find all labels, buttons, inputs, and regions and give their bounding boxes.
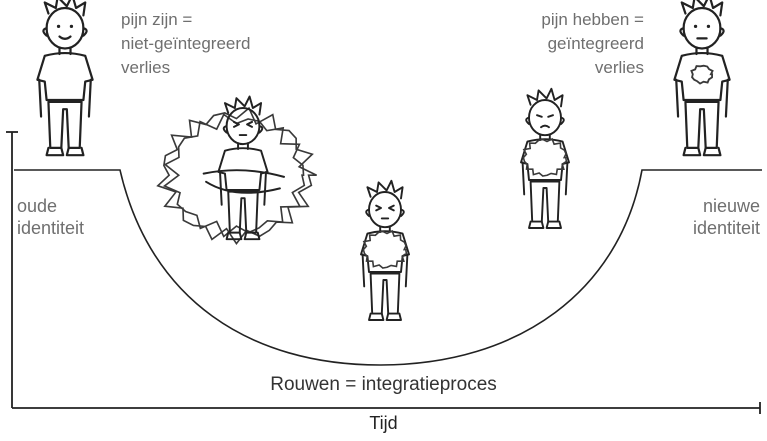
small-cloud bbox=[690, 64, 714, 85]
top-left-note: pijn zijn = niet-geïntegreerd verlies bbox=[121, 10, 250, 82]
figure-new-self bbox=[673, 0, 731, 157]
hair bbox=[366, 179, 404, 200]
left-arm bbox=[675, 78, 680, 118]
top-left-note-line-2: niet-geïntegreerd bbox=[121, 34, 251, 53]
legs bbox=[684, 100, 720, 149]
mouth bbox=[58, 35, 72, 40]
top-left-note-line-3: verlies bbox=[121, 58, 171, 77]
left-arm bbox=[38, 78, 43, 118]
right-eye bbox=[547, 114, 554, 118]
shirt bbox=[360, 230, 410, 273]
right-ear bbox=[258, 125, 264, 134]
top-right-note-line-3: verlies bbox=[594, 58, 644, 77]
hair bbox=[43, 0, 87, 17]
left-eye bbox=[232, 120, 240, 128]
left-eye bbox=[693, 24, 698, 29]
legs bbox=[529, 180, 561, 223]
left-shoe bbox=[45, 146, 65, 157]
left-ear bbox=[365, 208, 370, 217]
chest-cloud bbox=[362, 229, 408, 269]
bottom-caption: Rouwen = integratieproces bbox=[270, 374, 497, 395]
axes bbox=[6, 131, 761, 414]
right-shoe bbox=[243, 231, 261, 241]
swirl bbox=[202, 169, 285, 194]
right-arm bbox=[564, 161, 569, 196]
right-shoe bbox=[702, 146, 722, 157]
left-ear bbox=[525, 116, 530, 125]
left-ear bbox=[679, 27, 685, 37]
figure-old-self bbox=[36, 0, 94, 157]
top-left-note-line-1: pijn zijn = bbox=[121, 10, 193, 29]
figure-bottom-self bbox=[360, 179, 410, 321]
right-label-line-1: nieuwe bbox=[702, 196, 760, 216]
legs bbox=[47, 100, 83, 149]
shirt bbox=[520, 138, 570, 181]
head bbox=[682, 6, 722, 50]
engulfing-cloud bbox=[156, 106, 317, 246]
engulfing-cloud-inner bbox=[162, 113, 306, 238]
left-ear bbox=[222, 125, 228, 134]
left-shoe bbox=[225, 231, 243, 241]
right-label: nieuwe identiteit bbox=[693, 196, 760, 240]
right-arm bbox=[404, 253, 409, 288]
head bbox=[528, 99, 562, 137]
right-eye bbox=[388, 204, 395, 212]
left-shoe bbox=[368, 312, 385, 321]
hair bbox=[680, 0, 724, 17]
valley-curve bbox=[14, 169, 762, 366]
left-label-line-2: identiteit bbox=[17, 218, 85, 238]
left-eye bbox=[375, 204, 382, 212]
chest-cloud bbox=[522, 137, 568, 177]
top-right-note: pijn hebben = geïntegreerd verlies bbox=[541, 10, 644, 82]
hair bbox=[223, 95, 263, 116]
left-arm bbox=[521, 161, 526, 196]
top-right-note-line-1: pijn hebben = bbox=[541, 10, 644, 29]
figure-rising-self bbox=[520, 87, 570, 229]
left-label-line-1: oude bbox=[17, 196, 58, 216]
left-ear bbox=[42, 27, 48, 37]
right-arm bbox=[724, 78, 729, 118]
right-arm bbox=[263, 170, 267, 206]
left-eye bbox=[536, 114, 543, 118]
shirt bbox=[217, 147, 269, 191]
right-ear bbox=[560, 116, 565, 125]
right-label-line-2: identiteit bbox=[692, 218, 760, 238]
hair bbox=[526, 87, 564, 108]
right-ear bbox=[82, 27, 88, 37]
left-shoe bbox=[682, 146, 702, 157]
mouth bbox=[540, 124, 550, 129]
right-shoe bbox=[385, 312, 402, 321]
left-arm bbox=[361, 253, 366, 288]
legs bbox=[227, 190, 259, 234]
shirt bbox=[673, 51, 731, 102]
right-shoe bbox=[65, 146, 85, 157]
right-shoe bbox=[545, 220, 562, 229]
figure-engulfed-self bbox=[156, 95, 317, 246]
right-eye bbox=[706, 24, 711, 29]
right-eye bbox=[69, 24, 74, 29]
shirt bbox=[36, 51, 94, 102]
left-shoe bbox=[528, 220, 545, 229]
x-axis-label: Tijd bbox=[369, 413, 398, 433]
right-arm bbox=[87, 78, 92, 118]
head bbox=[368, 191, 402, 229]
right-ear bbox=[719, 27, 725, 37]
left-label: oude identiteit bbox=[17, 196, 84, 240]
legs bbox=[369, 272, 401, 315]
top-right-note-line-2: geïntegreerd bbox=[547, 34, 644, 53]
head bbox=[45, 6, 85, 50]
right-eye bbox=[246, 120, 254, 128]
right-ear bbox=[400, 208, 405, 217]
left-eye bbox=[56, 24, 61, 29]
